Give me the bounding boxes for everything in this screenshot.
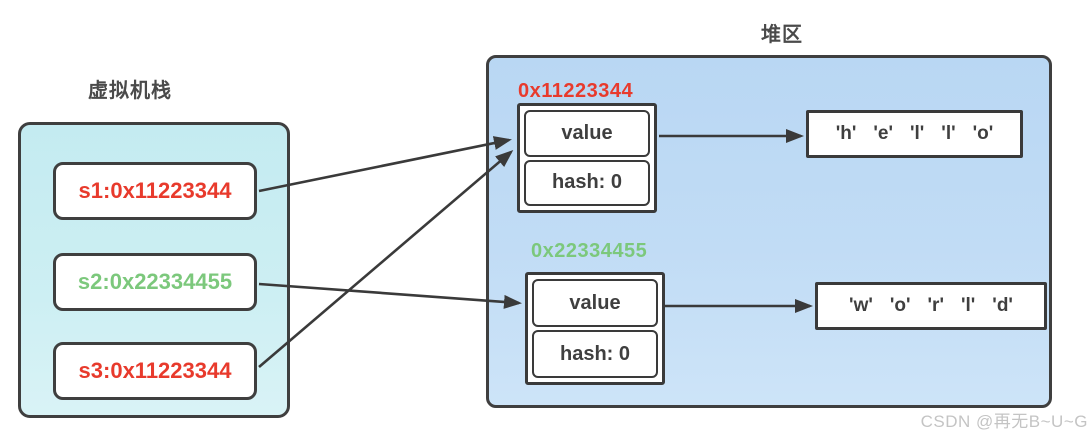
char-cell: 'h': [835, 123, 857, 144]
char-cell: 'd': [992, 295, 1013, 316]
heap-object1-box: value hash: 0: [517, 103, 657, 213]
stack-frame-s3: s3:0x11223344: [53, 342, 257, 400]
heap-object2-address: 0x22334455: [531, 240, 648, 262]
heap-object1-value-field: value: [524, 110, 650, 157]
char-array-hello: 'h' 'e' 'l' 'l' 'o': [806, 110, 1023, 158]
char-cell: 'o': [972, 123, 994, 144]
char-cell: 'r': [927, 295, 944, 316]
char-cell: 'o': [889, 295, 911, 316]
stack-frame-s1-label: s1:0x11223344: [78, 178, 232, 203]
char-cell: 'w': [849, 295, 873, 316]
heap-object2-hash-field: hash: 0: [532, 330, 658, 378]
heap-object2-value-field: value: [532, 279, 658, 327]
heap-object1-hash-field: hash: 0: [524, 159, 650, 206]
char-cell: 'l': [941, 123, 956, 144]
heap-object1-address: 0x11223344: [518, 80, 634, 102]
stack-region-label: 虚拟机栈: [88, 80, 172, 102]
stack-frame-s3-label: s3:0x11223344: [78, 358, 232, 383]
arrow-s1-to-object1: [258, 136, 512, 193]
char-cell: 'l': [909, 123, 925, 144]
csdn-watermark: CSDN @再无B~U~G: [920, 412, 1088, 431]
heap-region-label: 堆区: [761, 24, 803, 46]
heap-object2-box: value hash: 0: [525, 272, 665, 385]
arrow-s2-to-object2: [258, 282, 522, 309]
char-cell: 'e': [873, 123, 893, 144]
stack-frame-s1: s1:0x11223344: [53, 162, 257, 220]
stack-frame-s2: s2:0x22334455: [53, 253, 257, 311]
char-cell: 'l': [960, 295, 976, 316]
stack-frame-s2-label: s2:0x22334455: [77, 269, 233, 294]
char-array-world: 'w' 'o' 'r' 'l' 'd': [815, 282, 1047, 330]
arrow-s3-to-object1: [258, 150, 514, 368]
